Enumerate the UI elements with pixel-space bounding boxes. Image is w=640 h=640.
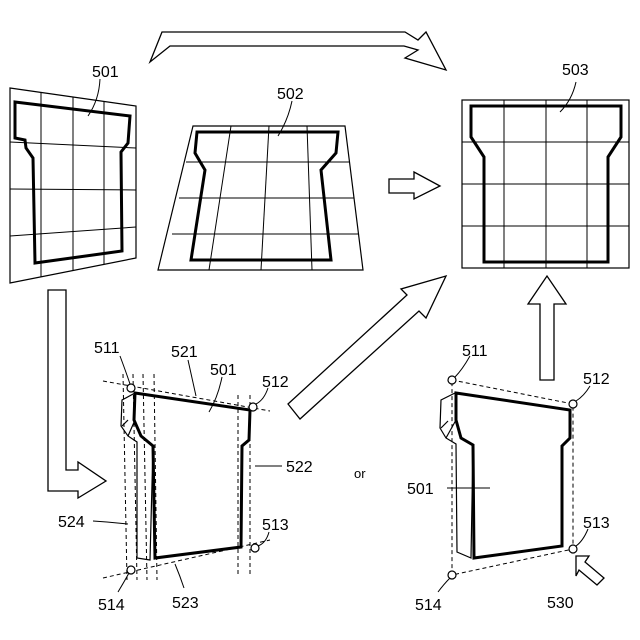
label-511-right: 511 xyxy=(462,343,488,360)
label-502: 502 xyxy=(277,86,304,103)
panel-501-original xyxy=(10,88,136,283)
depth-face-left xyxy=(121,393,153,560)
label-511-left: 511 xyxy=(94,340,120,357)
corner-point-514-right[interactable] xyxy=(448,571,456,579)
corner-point-514-left xyxy=(127,566,135,574)
corner-point-512-left xyxy=(249,403,257,411)
label-514-right: 514 xyxy=(415,597,442,614)
panel-502-distorted xyxy=(158,126,363,270)
label-513-right: 513 xyxy=(583,515,610,532)
corner-point-513-right[interactable] xyxy=(569,545,577,553)
label-530: 530 xyxy=(547,595,574,612)
panel-503-grid xyxy=(462,100,629,268)
cursor-arrow-icon xyxy=(576,556,604,585)
panel-503-corrected xyxy=(462,100,629,268)
corner-point-512-right[interactable] xyxy=(569,400,577,408)
label-512-right: 512 xyxy=(583,371,610,388)
arrow-up-right xyxy=(528,276,566,380)
label-501-right: 501 xyxy=(407,481,434,498)
label-521: 521 xyxy=(171,344,198,361)
reference-labels: 501 502 503 511 521 501 512 522 524 513 … xyxy=(58,62,610,614)
dashed-guides-left xyxy=(103,374,270,580)
corner-point-513-left xyxy=(251,544,259,552)
label-523: 523 xyxy=(172,595,199,612)
arrow-right-to-503 xyxy=(389,172,440,199)
corner-point-511-left xyxy=(127,384,135,392)
panel-bottom-right-3d xyxy=(440,376,604,585)
corner-point-511-right[interactable] xyxy=(448,376,456,384)
front-face-left xyxy=(134,393,250,558)
label-503: 503 xyxy=(562,62,589,79)
panel-501-grid xyxy=(10,92,136,277)
label-513-left: 513 xyxy=(262,517,289,534)
curved-arrow-top xyxy=(150,32,446,70)
label-or: or xyxy=(354,466,366,481)
arrow-down-left xyxy=(48,290,106,498)
label-501-left: 501 xyxy=(210,362,237,379)
arrow-diagonal xyxy=(288,276,446,419)
label-522: 522 xyxy=(286,459,313,476)
label-514-left: 514 xyxy=(98,597,125,614)
leader-lines xyxy=(88,79,590,592)
label-501-top: 501 xyxy=(92,64,119,81)
label-512-left: 512 xyxy=(262,374,289,391)
front-face-right xyxy=(456,393,570,558)
label-524: 524 xyxy=(58,514,85,531)
panel-bottom-left-3d xyxy=(103,374,270,580)
